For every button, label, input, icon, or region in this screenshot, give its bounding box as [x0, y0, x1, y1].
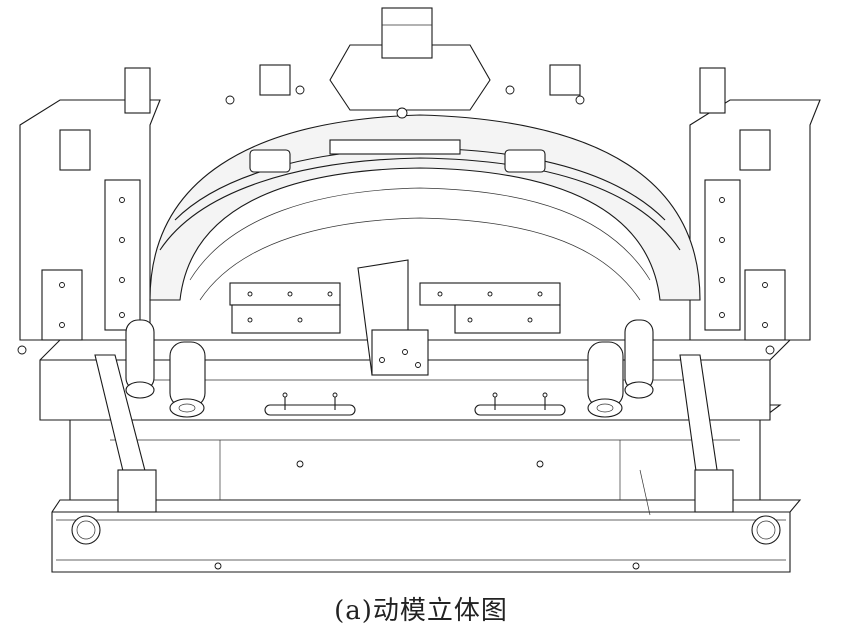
- core-insert-plates: [229, 282, 561, 334]
- cylinders: [125, 319, 654, 418]
- eyebolt-right: [751, 515, 781, 545]
- base-plate: [51, 499, 802, 573]
- right-side-frame: [689, 99, 821, 341]
- side-hooks: [94, 354, 734, 516]
- eyebolt-left: [71, 515, 101, 545]
- left-side-frame: [19, 99, 161, 341]
- core-bumper-surface: [149, 7, 701, 301]
- mold-drawing: [17, 7, 821, 573]
- figure-caption: (a)动模立体图: [334, 596, 508, 626]
- center-lifter: [357, 259, 429, 376]
- top-guide-blocks: [17, 64, 775, 355]
